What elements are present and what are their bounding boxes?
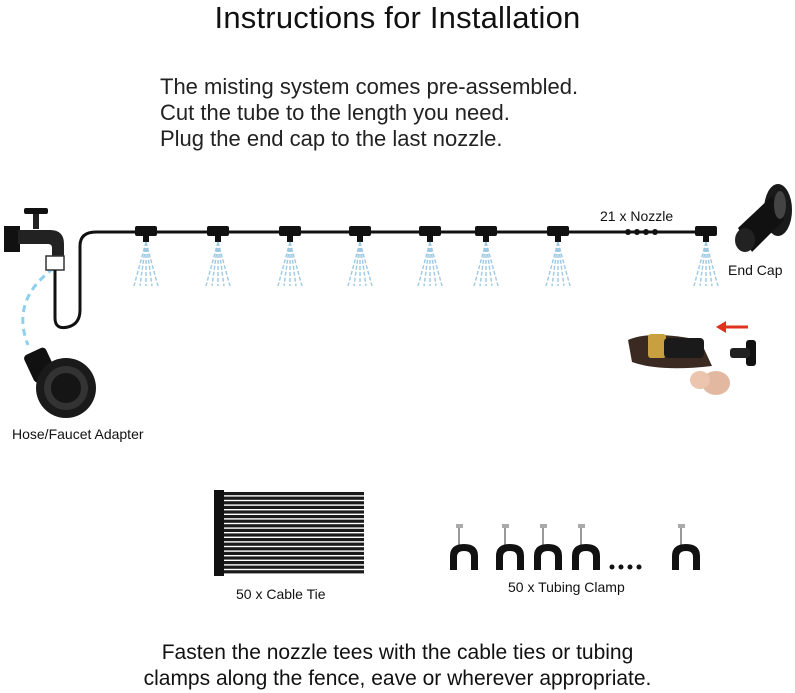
cable-tie	[216, 496, 364, 500]
faucet-connector	[45, 255, 65, 271]
cable-tie-heads	[214, 490, 224, 576]
intro-text: The misting system comes pre-assembled. …	[160, 74, 578, 152]
cable-tie	[216, 501, 364, 505]
hose-adapter-icon	[24, 347, 96, 418]
cable-tie	[216, 510, 364, 514]
clamp-continuation-dots	[609, 564, 642, 570]
tubing-clamp-icon	[496, 524, 524, 570]
footer-text: Fasten the nozzle tees with the cable ti…	[0, 640, 795, 692]
footer-line-2: clamps along the fence, eave or wherever…	[143, 667, 652, 690]
nozzle-icon	[693, 226, 719, 287]
cable-tie	[216, 528, 364, 532]
cable-tie	[216, 556, 364, 560]
cable-tie	[216, 505, 364, 509]
cable-tie-bundle	[214, 490, 364, 576]
nozzle-icon	[473, 226, 499, 287]
page-title: Instructions for Installation	[214, 0, 581, 35]
continuation-dots	[625, 229, 658, 235]
end-cap-insertion-photo	[628, 321, 756, 395]
nozzle-row	[133, 226, 719, 287]
cable-tie	[216, 547, 364, 551]
main-tube	[53, 230, 712, 330]
nozzle-icon	[133, 226, 159, 287]
intro-line-1: The misting system comes pre-assembled.	[160, 74, 579, 99]
intro-line-3: Plug the end cap to the last nozzle.	[160, 126, 503, 151]
cable-tie	[216, 519, 364, 523]
tubing-clamp-icon	[572, 524, 600, 570]
footer-line-1: Fasten the nozzle tees with the cable ti…	[161, 641, 634, 664]
cable-tie	[216, 533, 364, 537]
faucet-icon	[4, 208, 64, 256]
cable-tie-label: 50 x Cable Tie	[236, 586, 326, 602]
tubing-clamp-icon	[450, 524, 478, 570]
cable-tie	[216, 538, 364, 542]
nozzle-icon	[205, 226, 231, 287]
tubing-clamp-label: 50 x Tubing Clamp	[508, 579, 625, 595]
cable-tie	[216, 565, 364, 569]
cable-tie	[216, 542, 364, 546]
nozzle-icon	[545, 226, 571, 287]
end-cap-icon	[735, 184, 792, 252]
tubing-clamp-icon	[534, 524, 562, 570]
cable-tie	[216, 570, 364, 574]
end-cap-label: End Cap	[728, 262, 783, 278]
nozzle-icon	[417, 226, 443, 287]
water-flow-dashes	[21, 266, 55, 346]
adapter-label: Hose/Faucet Adapter	[12, 426, 144, 442]
nozzle-icon	[347, 226, 373, 287]
cable-tie	[216, 515, 364, 519]
tubing-clamp-row	[450, 524, 700, 570]
cable-tie	[216, 561, 364, 565]
nozzle-icon	[277, 226, 303, 287]
nozzle-count-label: 21 x Nozzle	[600, 208, 674, 224]
cable-tie	[216, 492, 364, 496]
cable-tie	[216, 551, 364, 555]
tubing-clamp-icon	[672, 524, 700, 570]
cable-tie	[216, 524, 364, 528]
intro-line-2: Cut the tube to the length you need.	[160, 100, 510, 125]
